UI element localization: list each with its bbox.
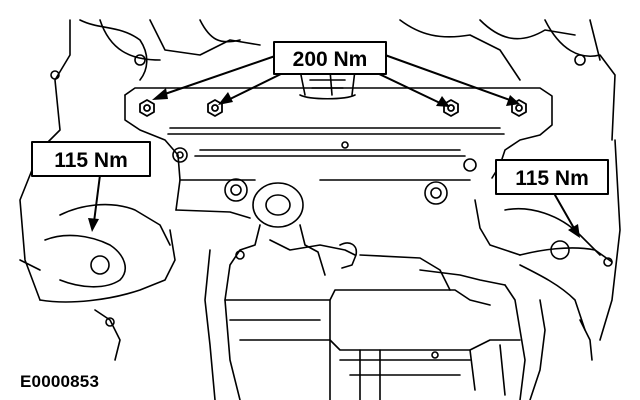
arrow-200nm-bolt-1 bbox=[161, 54, 279, 96]
callout-115nm-left: 115 Nm bbox=[31, 141, 151, 177]
arrow-heads bbox=[88, 88, 580, 238]
arrow-115nm-right bbox=[554, 194, 576, 231]
arrow-200nm-bolt-3 bbox=[374, 71, 441, 104]
left-lower-arm bbox=[19, 203, 176, 361]
crossmember bbox=[124, 87, 553, 256]
steering-gear bbox=[204, 182, 546, 400]
bolt-1 bbox=[139, 99, 155, 117]
arrow-200nm-bolt-2 bbox=[227, 71, 286, 101]
callout-115nm-left-label: 115 Nm bbox=[54, 149, 128, 172]
callout-115nm-right-label: 115 Nm bbox=[515, 167, 589, 190]
arrow-115nm-left bbox=[93, 174, 101, 223]
bolt-2 bbox=[207, 99, 223, 117]
crossmember-bolts bbox=[139, 99, 527, 117]
callout-115nm-right: 115 Nm bbox=[495, 159, 609, 195]
bolt-3 bbox=[443, 99, 459, 117]
leader-arrows bbox=[93, 54, 576, 231]
callout-200nm-label: 200 Nm bbox=[293, 48, 368, 71]
arrow-200nm-bolt-4 bbox=[384, 54, 511, 101]
figure-id-label: E0000853 bbox=[20, 372, 100, 391]
bolt-4 bbox=[511, 99, 527, 117]
callout-200nm: 200 Nm bbox=[273, 41, 387, 75]
